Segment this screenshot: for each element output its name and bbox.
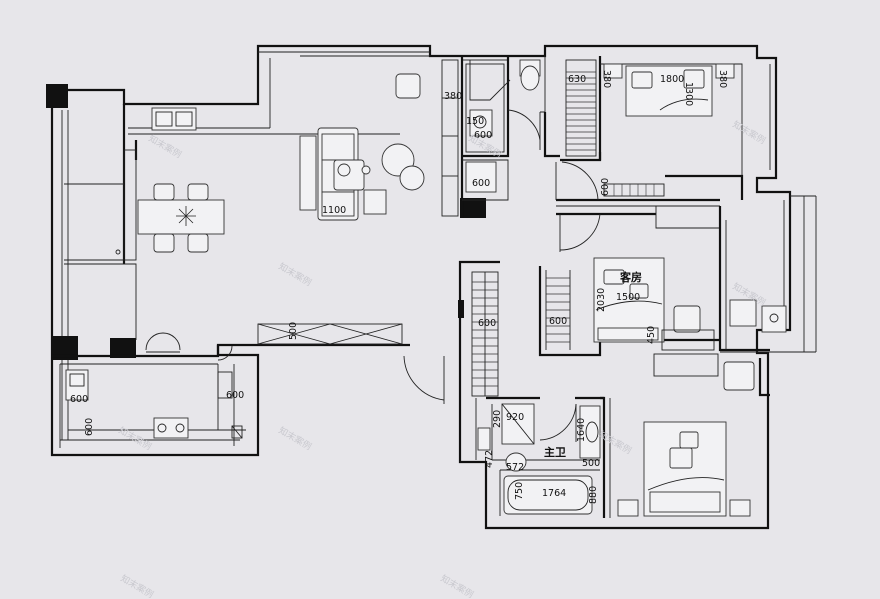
interior-walls — [52, 56, 770, 518]
watermark: 知末案例 — [439, 572, 476, 599]
living-dining — [115, 59, 459, 345]
dim-880: 880 — [588, 486, 599, 504]
dim-1500: 1500 — [616, 292, 640, 303]
dim-600-k2: 600 — [70, 394, 88, 405]
dim-600-k3: 600 — [84, 418, 95, 436]
dim-600-guest: 600 — [549, 316, 567, 327]
room-label-master-bath: 主卫 — [544, 445, 566, 459]
dim-1764: 1764 — [542, 488, 566, 499]
columns — [46, 84, 486, 360]
room-label-guest: 客房 — [619, 270, 642, 284]
dim-600-wc: 600 — [474, 130, 492, 141]
dim-150: 150 — [466, 116, 484, 127]
dim-750: 750 — [514, 482, 525, 500]
dim-920: 920 — [506, 412, 524, 423]
watermark: 知末案例 — [119, 572, 156, 599]
dim-500-tv: 500 — [288, 322, 299, 340]
dim-600-corr: 600 — [478, 318, 496, 329]
dim-600-wardrobe: 600 — [600, 178, 611, 196]
dim-1100: 1100 — [322, 205, 346, 216]
dim-290: 290 — [492, 410, 503, 428]
bath-fixtures-top — [465, 59, 541, 193]
dim-380-bed2: 380 — [717, 70, 728, 88]
dim-572: 572 — [506, 462, 524, 473]
outer-walls — [50, 44, 817, 530]
watermark: 知末案例 — [597, 428, 634, 456]
dim-1640: 1640 — [576, 418, 587, 442]
dim-380-top: 380 — [444, 91, 462, 102]
master-bath — [477, 403, 601, 515]
dim-2030: 2030 — [596, 288, 607, 312]
master-bedroom — [617, 299, 787, 517]
dim-380-bed: 380 — [601, 70, 612, 88]
dim-472: 472 — [484, 450, 495, 468]
kitchen — [65, 369, 243, 439]
bedroom-top-right — [565, 59, 735, 197]
guest-room — [546, 257, 719, 377]
dimension-labels: 380 150 600 600 630 380 1800 380 1300 11… — [70, 70, 728, 504]
dim-450: 450 — [646, 326, 657, 344]
dim-1800: 1800 — [660, 74, 684, 85]
room-labels: 客房 主卫 — [544, 270, 642, 459]
watermark: 知末案例 — [277, 260, 314, 288]
watermark: 知末案例 — [147, 132, 184, 160]
dim-500-bath: 500 — [582, 458, 600, 469]
watermark: 知末案例 — [731, 118, 768, 146]
corridor-wardrobe — [471, 271, 499, 397]
door-swings — [145, 109, 601, 442]
dim-1300: 1300 — [683, 82, 694, 106]
dim-630: 630 — [568, 74, 586, 85]
dim-600-wc2: 600 — [472, 178, 490, 189]
dim-600-k1: 600 — [226, 390, 244, 401]
watermark: 知末案例 — [117, 424, 154, 452]
watermark: 知末案例 — [277, 424, 314, 452]
